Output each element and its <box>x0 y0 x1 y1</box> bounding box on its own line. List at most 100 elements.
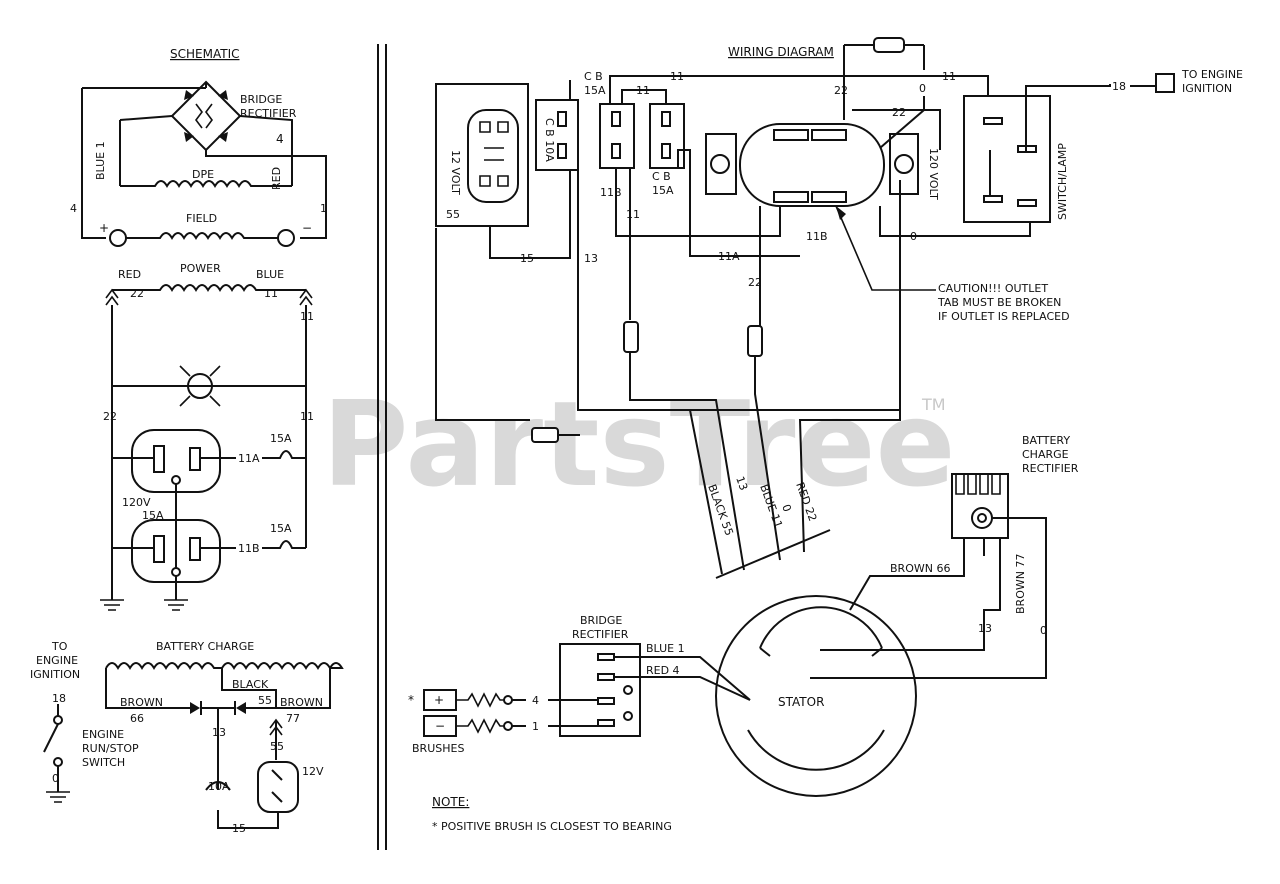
schematic-title: SCHEMATIC <box>170 47 239 61</box>
field-coil <box>126 232 278 240</box>
schematic-n15Aa: 15A <box>270 432 292 445</box>
wiring-switch-lamp-label: SWITCH/LAMP <box>1056 143 1069 220</box>
connector-22 <box>747 325 763 357</box>
bridge-rectifier-symbol <box>170 80 242 152</box>
wiring-blue1: BLUE 1 <box>646 642 685 655</box>
schematic-battery-charge: BATTERY CHARGE <box>156 640 254 653</box>
schematic-num4b-label: 4 <box>70 202 77 215</box>
diode-right <box>236 702 246 714</box>
wiring-n0top: 0 <box>919 82 926 95</box>
wiring-120volt-label: 120 VOLT <box>927 148 940 200</box>
schematic-n22b: 22 <box>103 410 117 423</box>
wiring-brown66: BROWN 66 <box>890 562 950 575</box>
diode-left <box>190 702 200 714</box>
schematic-black: BLACK <box>232 678 269 691</box>
lamp-symbol <box>187 373 213 399</box>
wiring-star: * <box>408 693 414 707</box>
outlet-120v <box>739 123 885 207</box>
wiring-n1: 1 <box>532 720 539 733</box>
wiring-red4: RED 4 <box>646 664 680 677</box>
receptacle-12v <box>257 761 299 813</box>
field-brush-minus <box>277 229 295 247</box>
wiring-stator-label: STATOR <box>778 695 824 709</box>
schematic-n15: 15 <box>232 822 246 835</box>
schematic-power-label: POWER <box>180 262 221 275</box>
schematic-n11c: 11 <box>300 410 314 423</box>
schematic-15a: 15A <box>142 509 164 522</box>
wiring-title: WIRING DIAGRAM <box>728 45 834 59</box>
schematic-n13: 13 <box>212 726 226 739</box>
ground-symbol-a <box>100 599 124 611</box>
top-connector <box>873 37 905 53</box>
wiring-n0c: 0 <box>1040 624 1047 637</box>
schematic-n11a: 11 <box>264 287 278 300</box>
wiring-note-title: NOTE: <box>432 795 469 809</box>
battery-coil-left <box>105 662 222 670</box>
wiring-n11B: 11B <box>600 186 622 199</box>
schematic-120v: 120V <box>122 496 151 509</box>
wiring-n13b: 13 <box>733 475 750 493</box>
wiring-section: WIRING DIAGRAM 12 VOLT 55 15 C B 10A 13 … <box>408 37 1243 833</box>
switch-lamp <box>963 95 1051 223</box>
watermark: PartsTree <box>322 375 956 513</box>
wiring-n55: 55 <box>446 208 460 221</box>
stator <box>715 595 917 797</box>
wiring-n11top: 11 <box>670 70 684 83</box>
field-brush-plus <box>109 229 127 247</box>
wiring-n11right: 11 <box>942 70 956 83</box>
wiring-note-text: * POSITIVE BRUSH IS CLOSEST TO BEARING <box>432 820 672 833</box>
schematic-n15Ab: 15A <box>270 522 292 535</box>
wiring-brushes: BRUSHES <box>412 742 464 755</box>
power-coil <box>112 284 306 292</box>
schematic-red-top-label: RED <box>118 268 141 281</box>
wiring-brown77: BROWN 77 <box>1014 554 1027 614</box>
schematic-blue-top-label: BLUE <box>256 268 284 281</box>
schematic-num1-label: 1 <box>320 202 327 215</box>
schematic-plus-label: + <box>99 221 109 235</box>
circuit-breaker-10a <box>535 99 579 171</box>
schematic-dpe-label: DPE <box>192 168 214 181</box>
battery-coil-right <box>221 662 344 670</box>
wiring-n13c: 13 <box>978 622 992 635</box>
schematic-minus-label: − <box>302 221 312 235</box>
brush-plus-label: + <box>434 693 444 707</box>
schematic-n66: 66 <box>130 712 144 725</box>
schematic-n55: 55 <box>258 694 272 707</box>
schematic-brown-l: BROWN <box>120 696 163 709</box>
wiring-cb10a-label: C B 10A <box>543 118 556 162</box>
connector-55 <box>531 427 559 443</box>
schematic-10a: 10A <box>208 780 230 793</box>
ground-symbol-c <box>46 791 70 803</box>
schematic-n0: 0 <box>52 772 59 785</box>
connector-11 <box>623 321 639 353</box>
engine-ignition-terminal <box>1155 73 1175 93</box>
ground-symbol-b <box>164 599 188 611</box>
wiring-n0: 0 <box>910 230 917 243</box>
wiring-n22a: 22 <box>834 84 848 97</box>
schematic-n11b: 11 <box>300 310 314 323</box>
breaker-10a <box>205 781 231 791</box>
wiring-n11B2: 11B <box>806 230 828 243</box>
schematic-brown-r: BROWN <box>280 696 323 709</box>
wiring-12volt-label: 12 VOLT <box>449 150 462 195</box>
schematic-n77: 77 <box>286 712 300 725</box>
schematic-n11B: 11B <box>238 542 260 555</box>
schematic-12v: 12V <box>302 765 324 778</box>
watermark-tm: TM <box>921 395 946 414</box>
run-stop-switch <box>43 723 59 753</box>
schematic-n18: 18 <box>52 692 66 705</box>
wiring-n11: 11 <box>626 208 640 221</box>
brush-minus-label: − <box>435 719 445 733</box>
wiring-n22b: 22 <box>892 106 906 119</box>
wiring-n11A: 11A <box>718 250 740 263</box>
